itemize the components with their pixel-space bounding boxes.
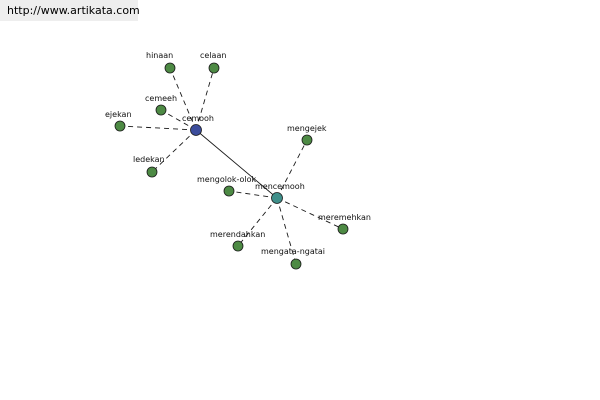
node-label-mengejek[interactable]: mengejek — [287, 124, 327, 133]
node-label-ledekan[interactable]: ledekan — [133, 155, 165, 164]
edge-mencemooh-merendahkan — [237, 197, 278, 247]
nodes-layer: cemooh mencemooh hinaan celaan cemeeh ejekan l… — [105, 51, 371, 270]
node-dot-celaan[interactable] — [208, 62, 220, 74]
node-label-hinaan[interactable]: hinaan — [146, 51, 173, 60]
edge-mencemooh-mengata-ngatai — [276, 197, 297, 265]
node-label-mengata-ngatai[interactable]: mengata-ngatai — [261, 247, 325, 256]
node-ledekan[interactable]: ledekan — [133, 155, 165, 178]
node-dot-cemeeh[interactable] — [155, 104, 167, 116]
node-dot-ejekan[interactable] — [114, 120, 126, 132]
node-label-ejekan[interactable]: ejekan — [105, 110, 132, 119]
edge-cemooh-ejekan — [119, 125, 197, 131]
node-hinaan[interactable]: hinaan — [146, 51, 176, 74]
edge-mencemooh-meremehkan — [276, 197, 344, 230]
node-mengata-ngatai[interactable]: mengata-ngatai — [261, 247, 325, 270]
edges-layer — [119, 67, 344, 265]
edge-mencemooh-mengejek — [276, 139, 308, 199]
edge-cemooh-cemeeh — [160, 109, 197, 131]
node-label-merendahkan[interactable]: merendahkan — [210, 230, 265, 239]
node-dot-mengata-ngatai[interactable] — [290, 258, 302, 270]
site-url-banner: http://www.artikata.com — [0, 0, 140, 21]
site-url-link[interactable]: http://www.artikata.com — [7, 4, 140, 17]
node-label-cemeeh[interactable]: cemeeh — [145, 94, 177, 103]
node-mengejek[interactable]: mengejek — [287, 124, 327, 146]
node-dot-mengolok-olok[interactable] — [223, 185, 235, 197]
node-dot-mengejek[interactable] — [301, 134, 313, 146]
node-dot-mencemooh[interactable] — [271, 192, 283, 204]
node-ejekan[interactable]: ejekan — [105, 110, 132, 132]
node-dot-meremehkan[interactable] — [337, 223, 349, 235]
node-label-mencemooh[interactable]: mencemooh — [255, 182, 305, 191]
node-dot-hinaan[interactable] — [164, 62, 176, 74]
node-merendahkan[interactable]: merendahkan — [210, 230, 265, 252]
edge-cemooh-celaan — [195, 67, 215, 131]
node-meremehkan[interactable]: meremehkan — [318, 213, 371, 235]
edge-cemooh-hinaan — [169, 67, 197, 131]
node-mencemooh[interactable]: mencemooh — [255, 182, 305, 204]
edge-mencemooh-mengolok-olok — [228, 190, 278, 199]
node-dot-ledekan[interactable] — [146, 166, 158, 178]
node-cemeeh[interactable]: cemeeh — [145, 94, 177, 116]
node-label-celaan[interactable]: celaan — [200, 51, 226, 60]
node-label-mengolok-olok[interactable]: mengolok-olok — [197, 175, 257, 184]
node-mengolok-olok[interactable]: mengolok-olok — [197, 175, 257, 197]
node-label-cemooh[interactable]: cemooh — [182, 114, 214, 123]
node-label-meremehkan[interactable]: meremehkan — [318, 213, 371, 222]
node-cemooh[interactable]: cemooh — [182, 114, 214, 136]
node-dot-merendahkan[interactable] — [232, 240, 244, 252]
edge-cemooh-mencemooh — [195, 129, 278, 199]
edge-cemooh-ledekan — [151, 129, 197, 173]
node-dot-cemooh[interactable] — [190, 124, 202, 136]
node-celaan[interactable]: celaan — [200, 51, 226, 74]
